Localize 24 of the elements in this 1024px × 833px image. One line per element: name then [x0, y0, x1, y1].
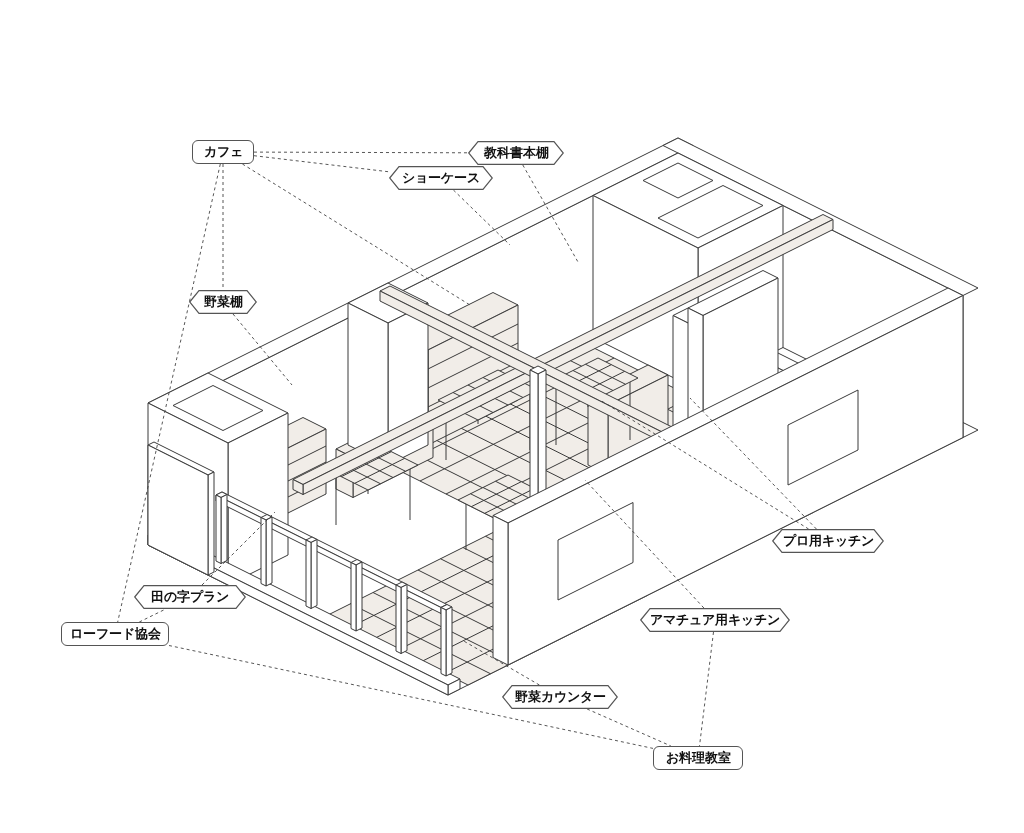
leader-line — [522, 164, 579, 263]
leader-line — [117, 163, 221, 623]
hexagon-label: 野菜カウンター — [502, 685, 618, 709]
leader-line — [586, 708, 672, 747]
leader-line — [232, 313, 293, 386]
hexagon-label: ショーケース — [389, 166, 493, 190]
leader-line — [253, 151, 469, 154]
rounded-label: お料理教室 — [653, 746, 743, 770]
leader-line — [461, 639, 540, 686]
leader-line — [452, 189, 511, 246]
rounded-label: カフェ — [192, 140, 254, 164]
leader-line — [689, 397, 817, 530]
hexagon-label: アマチュア用キッチン — [640, 608, 790, 632]
leader-line — [201, 511, 276, 586]
leader-line — [138, 608, 167, 623]
hexagon-label: プロ用キッチン — [772, 529, 884, 553]
leader-line — [599, 399, 810, 530]
hexagon-label: 教科書本棚 — [468, 141, 564, 165]
leader-line — [168, 645, 654, 749]
hexagon-label: 野菜棚 — [189, 290, 257, 314]
hexagon-label: 田の字プラン — [134, 585, 246, 609]
rounded-label: ローフード協会 — [61, 622, 169, 646]
leader-line — [241, 163, 471, 306]
leader-line — [253, 155, 390, 173]
